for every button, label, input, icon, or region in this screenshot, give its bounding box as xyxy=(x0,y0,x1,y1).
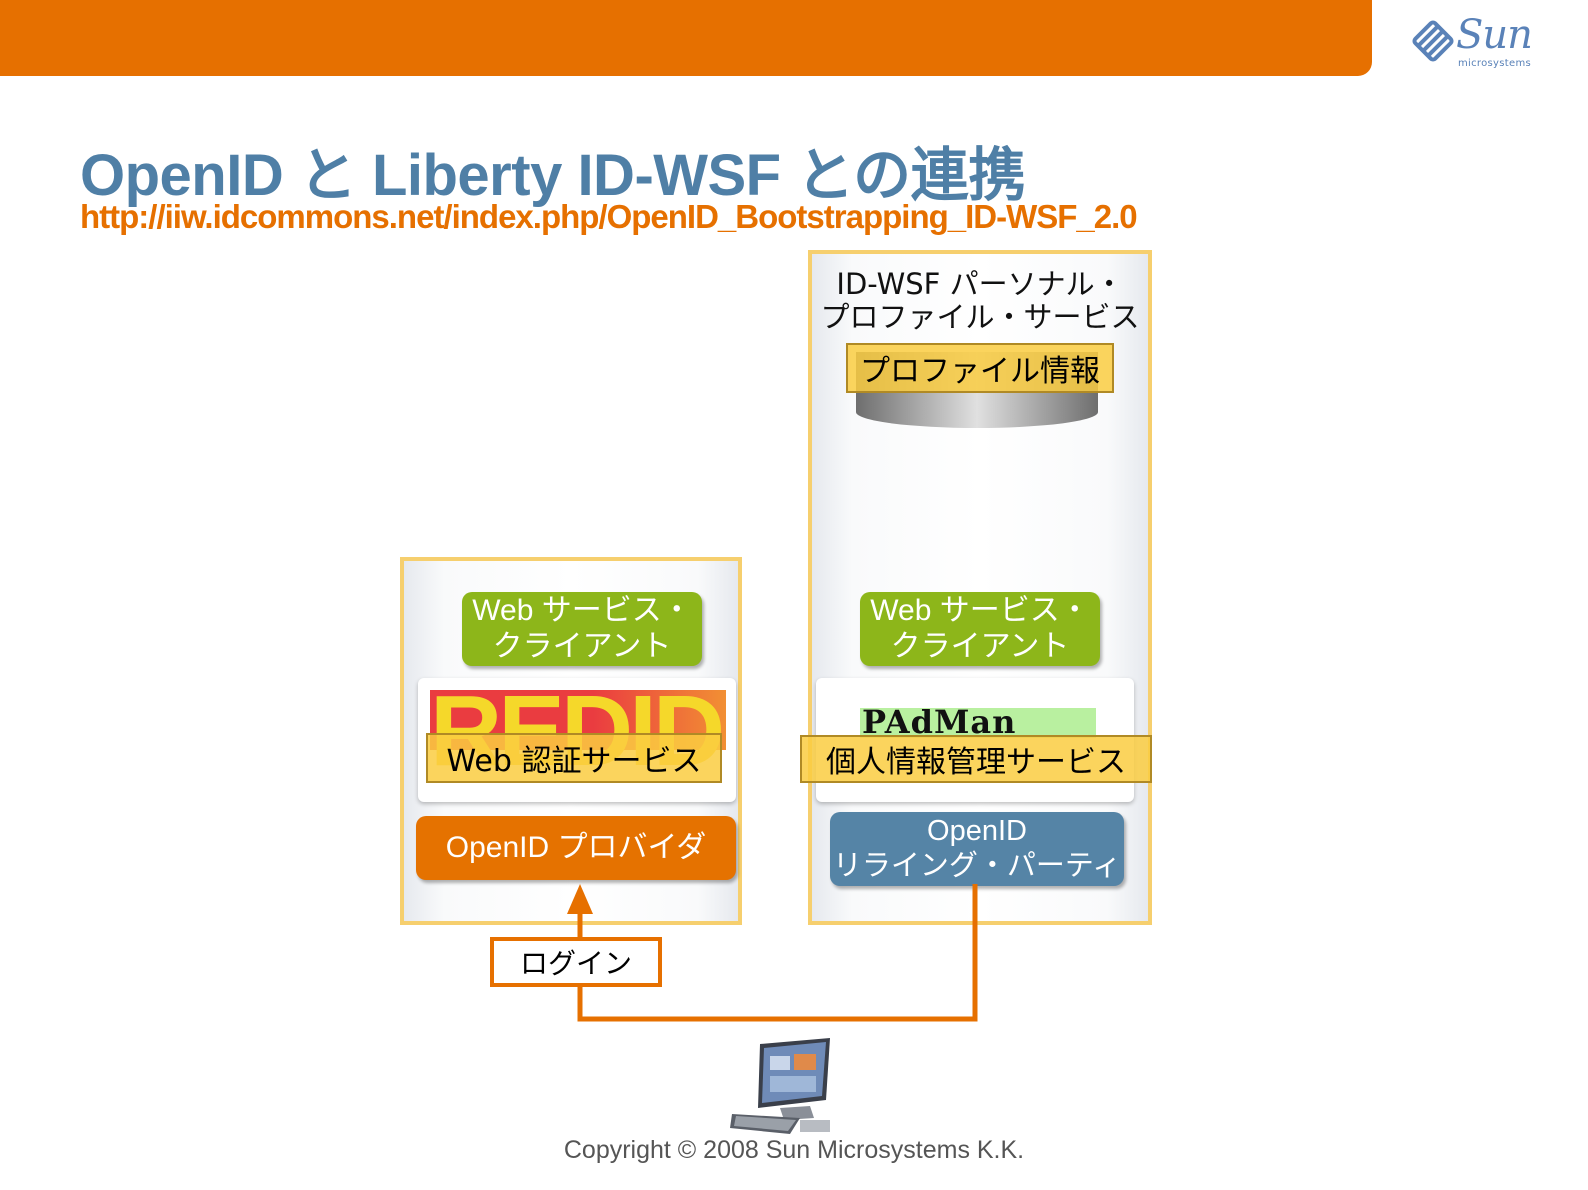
sun-logo-subtext: microsystems xyxy=(1458,58,1531,69)
relying-party-line2: リライング・パーティ xyxy=(832,850,1122,882)
padman-logo-text: PAdMan xyxy=(862,703,1017,741)
right-ws-client-line2: クライアント xyxy=(890,630,1070,663)
profile-info-label: プロファイル情報 xyxy=(846,343,1114,393)
computer-icon xyxy=(730,1038,830,1134)
copyright-text: Copyright © 2008 Sun Microsystems K.K. xyxy=(563,1136,1025,1164)
sun-logo-icon xyxy=(1412,20,1454,62)
right-ws-client: Web サービス・ クライアント xyxy=(860,592,1100,666)
reference-url[interactable]: http://iiw.idcommons.net/index.php/OpenI… xyxy=(80,198,1138,235)
profile-service-title: ID-WSF パーソナル・ プロファイル・サービス xyxy=(812,267,1148,335)
padman-logo-bar xyxy=(860,708,1096,738)
sun-logo-word: Sun xyxy=(1456,12,1533,58)
left-ws-client: Web サービス・ クライアント xyxy=(462,592,702,666)
sun-logo: Sun microsystems xyxy=(1410,12,1540,72)
openid-provider: OpenID プロバイダ xyxy=(416,816,736,880)
pim-service-label: 個人情報管理サービス xyxy=(800,735,1152,783)
relying-party-line1: OpenID xyxy=(927,815,1027,848)
left-ws-client-line1: Web サービス・ xyxy=(472,594,692,627)
right-ws-client-line1: Web サービス・ xyxy=(870,594,1090,627)
profile-service-title-line1: ID-WSF パーソナル・ xyxy=(836,267,1124,301)
header-bar xyxy=(0,0,1372,76)
profile-service-title-line2: プロファイル・サービス xyxy=(820,300,1140,335)
left-ws-client-line2: クライアント xyxy=(492,630,672,663)
login-label: ログイン xyxy=(490,937,662,987)
web-auth-service-label: Web 認証サービス xyxy=(426,733,722,783)
openid-relying-party: OpenID リライング・パーティ xyxy=(830,812,1124,886)
slide-title: OpenID と Liberty ID-WSF との連携 xyxy=(80,143,1026,208)
